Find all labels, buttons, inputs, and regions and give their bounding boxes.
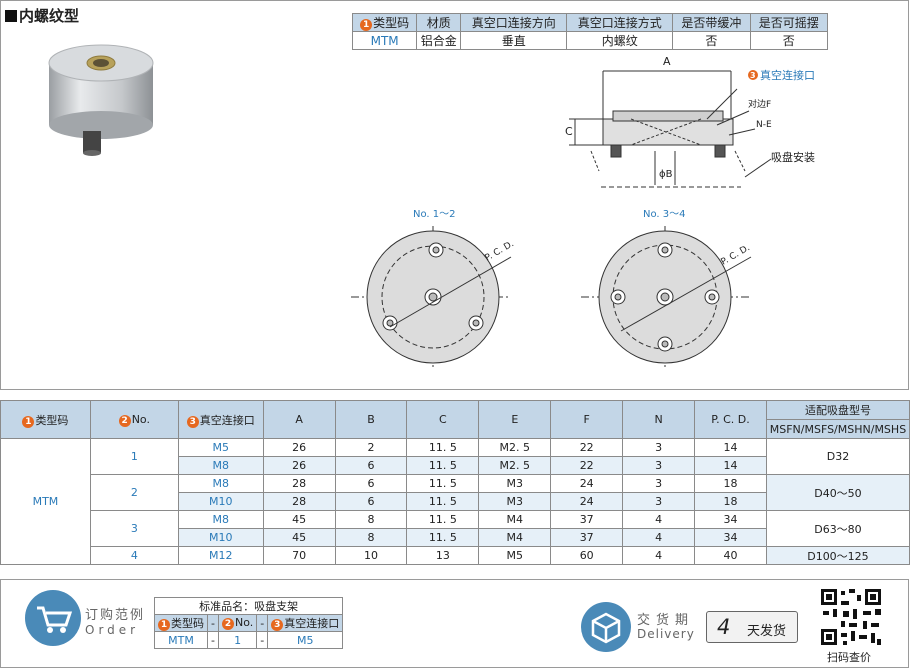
table-row: M10 28 6 11. 5 M3 24 3 18 bbox=[1, 492, 910, 511]
order-type: MTM bbox=[154, 631, 208, 649]
table-row: 4 M12 70 10 13 M5 60 4 40 D100～125 bbox=[1, 546, 910, 565]
spec-type-code: MTM bbox=[351, 31, 418, 50]
spec-direction: 垂直 bbox=[460, 31, 568, 50]
section-title: 内螺纹型 bbox=[5, 5, 79, 26]
ne-label: N-E bbox=[756, 120, 772, 130]
dim-b-label: ϕB bbox=[659, 169, 673, 180]
order-port: M5 bbox=[267, 631, 344, 649]
table-row: M10 45 8 11. 5 M4 37 4 34 bbox=[1, 528, 910, 547]
no34-label: No. 3～4 bbox=[643, 209, 686, 220]
across-flats-label: 对边F bbox=[748, 98, 771, 110]
cart-icon bbox=[25, 590, 81, 646]
table-row: MTM 1 M5 26 2 11. 5 M2. 5 22 3 14 D32 bbox=[0, 438, 910, 565]
delivery-box-icon bbox=[581, 602, 631, 652]
footer: 订购范例 Order 交货期 Delivery 4 天发货 扫码查价 bbox=[0, 579, 909, 668]
no-cell: 1 bbox=[89, 438, 179, 475]
spec-header-swing: 是否可摇摆 bbox=[749, 13, 829, 32]
order-title: 订购范例 bbox=[85, 608, 146, 623]
spec-header-material: 材质 bbox=[416, 13, 462, 32]
col-cup: 适配吸盘型号 bbox=[765, 400, 910, 420]
spec-header-method: 真空口连接方式 bbox=[566, 13, 674, 32]
col-a: A bbox=[262, 400, 336, 439]
spec-material: 铝合金 bbox=[416, 31, 462, 50]
col-n: N bbox=[622, 400, 696, 439]
vacuum-port-num: 3 bbox=[750, 71, 756, 80]
vacuum-port-label: 真空连接口 bbox=[760, 68, 815, 82]
order-no: 1 bbox=[217, 631, 258, 649]
product-photo bbox=[48, 44, 154, 156]
cup-mount-label: 吸盘安装 bbox=[771, 150, 815, 164]
spec-method: 内螺纹 bbox=[566, 31, 674, 50]
type-code-cell: MTM bbox=[0, 438, 91, 565]
cup-cell: D63～80 bbox=[765, 510, 910, 547]
qr-label: 扫码查价 bbox=[827, 651, 871, 664]
pcd-label-1: P. C. D. bbox=[484, 239, 516, 263]
spec-swing: 否 bbox=[749, 31, 829, 50]
delivery-subtitle: Delivery bbox=[637, 627, 695, 641]
technical-drawing: A C ϕB 3 真空连接口 对边F N-E 吸盘安装 No. 1～2 P. C… bbox=[351, 55, 815, 369]
table-row: 3 M8 45 8 11. 5 M4 37 4 34 D63～80 bbox=[1, 510, 910, 547]
no-cell: 4 bbox=[89, 546, 179, 565]
standard-name: 标准品名：吸盘支架 bbox=[153, 597, 344, 615]
front-view-4-hole bbox=[581, 226, 752, 369]
delivery-days-badge: 4 天发货 bbox=[706, 611, 798, 643]
cup-cell: D100～125 bbox=[765, 546, 910, 565]
col-cup-sub: MSFN/MSFS/MSHN/MSHS bbox=[765, 419, 910, 439]
cup-cell: D32 bbox=[765, 438, 910, 475]
col-e: E bbox=[478, 400, 552, 439]
order-subtitle: Order bbox=[85, 623, 140, 637]
spec-header-direction: 真空口连接方向 bbox=[460, 13, 568, 32]
side-view bbox=[569, 70, 772, 188]
table-row: M8 26 6 11. 5 M2. 5 22 3 14 bbox=[1, 456, 910, 475]
vacuum-port-badge bbox=[748, 70, 758, 80]
col-b: B bbox=[334, 400, 408, 439]
spec-buffer: 否 bbox=[672, 31, 751, 50]
dim-c-label: C bbox=[565, 125, 573, 138]
no-cell: 2 bbox=[89, 474, 179, 511]
front-view-3-hole bbox=[351, 226, 512, 369]
delivery-days-text: 天发货 bbox=[747, 624, 787, 639]
pcd-label-2: P. C. D. bbox=[720, 243, 752, 267]
no12-label: No. 1～2 bbox=[413, 209, 456, 220]
col-c: C bbox=[406, 400, 480, 439]
delivery-title: 交货期 bbox=[637, 613, 695, 628]
qr-code[interactable] bbox=[819, 587, 883, 647]
table-row: 2 M8 28 6 11. 5 M3 24 3 18 D40～50 bbox=[1, 474, 910, 511]
cup-cell: D40～50 bbox=[765, 474, 910, 511]
dim-a-label: A bbox=[663, 55, 671, 68]
col-f: F bbox=[550, 400, 624, 439]
col-pcd: P. C. D. bbox=[694, 400, 767, 439]
square-bullet-icon bbox=[5, 10, 17, 22]
spec-header-buffer: 是否带缓冲 bbox=[672, 13, 751, 32]
delivery-days-number: 4 bbox=[717, 615, 731, 639]
no-cell: 3 bbox=[89, 510, 179, 547]
